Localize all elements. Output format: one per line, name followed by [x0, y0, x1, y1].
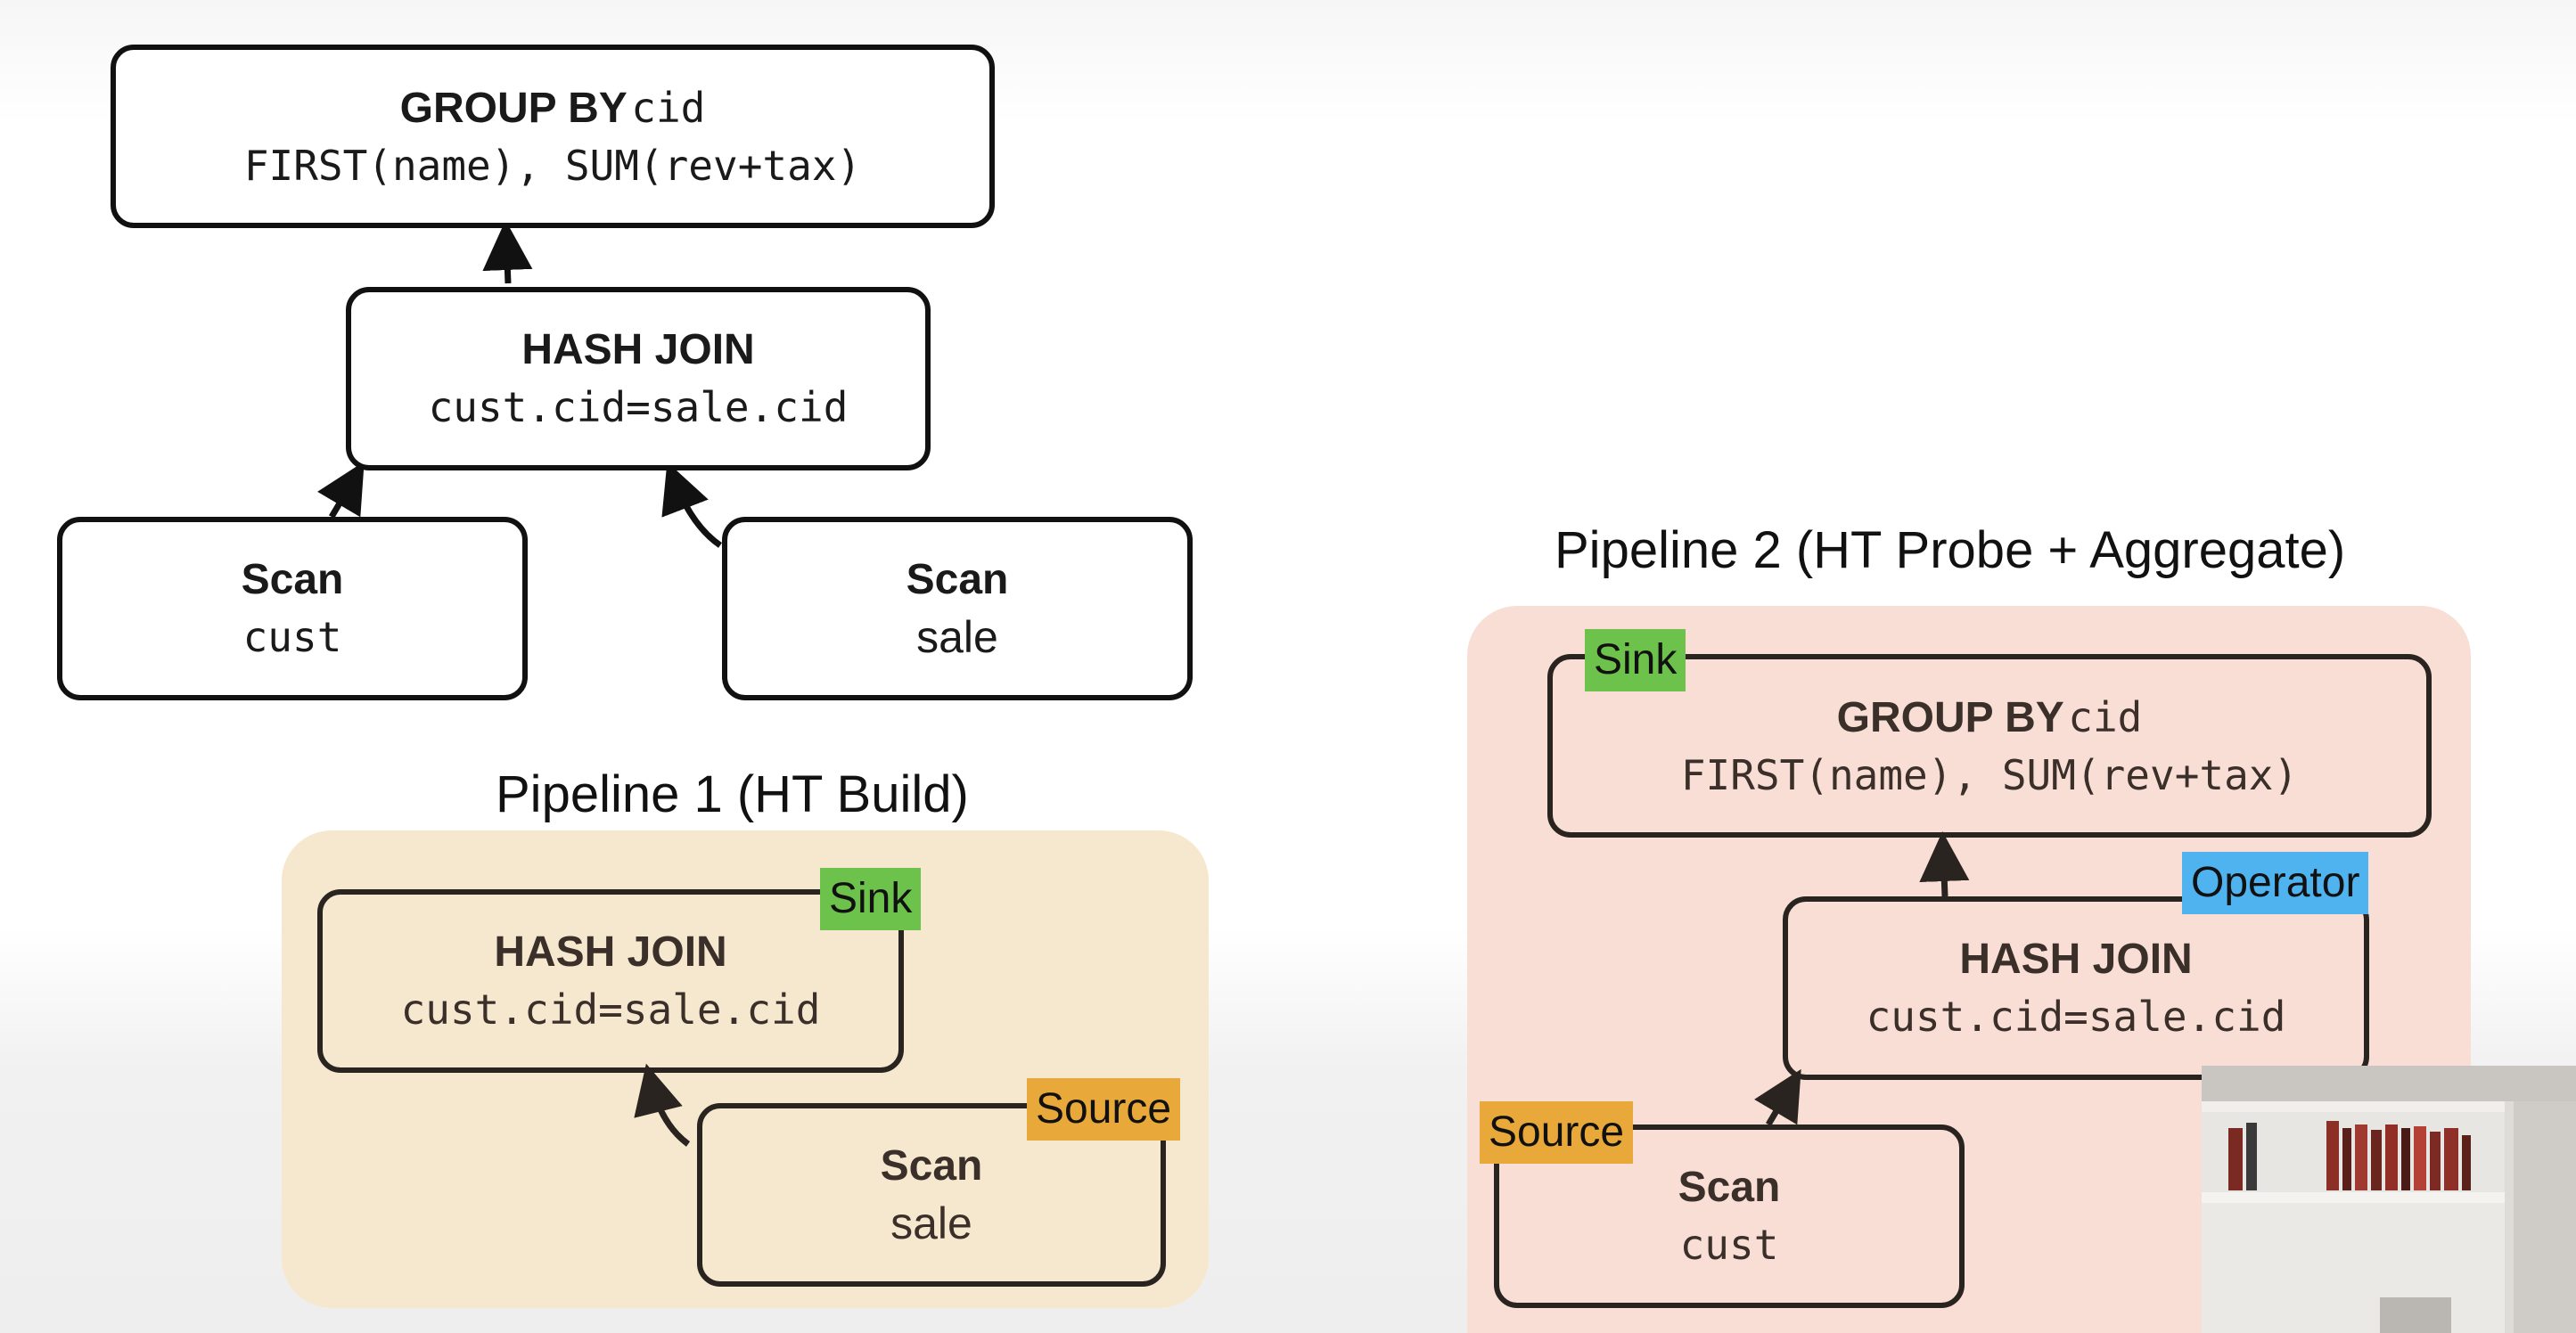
p1-scan-node: Scan sale [697, 1103, 1166, 1287]
p2-sink-tag: Sink [1585, 629, 1686, 691]
p1-scan-table: sale [890, 1198, 972, 1248]
p2-scan-op: Scan [1678, 1164, 1781, 1211]
arrow-p1-scan-to-join [634, 1063, 691, 1147]
scan-cust-node: Scan cust [57, 517, 528, 700]
hashjoin-node: HASH JOIN cust.cid=sale.cid [346, 287, 931, 470]
scan-sale-op: Scan [906, 556, 1009, 603]
p1-sink-tag: Sink [820, 868, 922, 930]
webcam-thumbnail [2202, 1066, 2576, 1333]
p1-hashjoin-cond: cust.cid=sale.cid [400, 985, 821, 1034]
p1-scan-op: Scan [880, 1142, 983, 1190]
scan-sale-node: Scan sale [722, 517, 1193, 700]
arrow-scan-cust-to-join [317, 461, 365, 519]
p2-hashjoin-node: HASH JOIN cust.cid=sale.cid [1783, 896, 2369, 1080]
p2-source-tag: Source [1480, 1101, 1634, 1164]
groupby-key: cid [631, 83, 706, 132]
p2-groupby-key: cid [2068, 692, 2143, 741]
p2-groupby-title: GROUP BY cid [1837, 689, 2143, 747]
groupby-agg: FIRST(name), SUM(rev+tax) [243, 141, 862, 190]
arrow-p2-scan-to-join [1754, 1068, 1801, 1126]
hashjoin-op: HASH JOIN [521, 326, 755, 373]
p2-operator-tag: Operator [2182, 852, 2369, 914]
groupby-op: GROUP BY [399, 84, 628, 132]
scan-sale-table: sale [916, 612, 998, 662]
p1-hashjoin-node: HASH JOIN cust.cid=sale.cid [317, 889, 904, 1073]
p2-scan-table: cust [1679, 1221, 1779, 1269]
p2-hashjoin-op: HASH JOIN [1959, 936, 2193, 983]
groupby-node: GROUP BY cid FIRST(name), SUM(rev+tax) [111, 45, 995, 228]
p1-hashjoin-op: HASH JOIN [494, 928, 727, 976]
pipeline1-title: Pipeline 1 (HT Build) [496, 765, 969, 823]
groupby-title: GROUP BY cid [400, 79, 706, 137]
p2-hashjoin-cond: cust.cid=sale.cid [1866, 993, 2286, 1041]
pipeline2-title: Pipeline 2 (HT Probe + Aggregate) [1555, 521, 2346, 579]
scan-cust-op: Scan [241, 556, 344, 603]
p2-groupby-op: GROUP BY [1836, 693, 2064, 741]
arrow-scan-sale-to-join [661, 462, 723, 548]
p2-groupby-agg: FIRST(name), SUM(rev+tax) [1680, 750, 2299, 799]
arrow-p2-join-to-groupby [1919, 831, 1970, 897]
p2-scan-node: Scan cust [1494, 1124, 1965, 1308]
p2-groupby-node: GROUP BY cid FIRST(name), SUM(rev+tax) [1547, 654, 2432, 838]
hashjoin-cond: cust.cid=sale.cid [428, 383, 849, 431]
p1-source-tag: Source [1027, 1078, 1181, 1141]
scan-cust-table: cust [242, 613, 342, 661]
arrow-join-to-groupby [482, 220, 533, 284]
